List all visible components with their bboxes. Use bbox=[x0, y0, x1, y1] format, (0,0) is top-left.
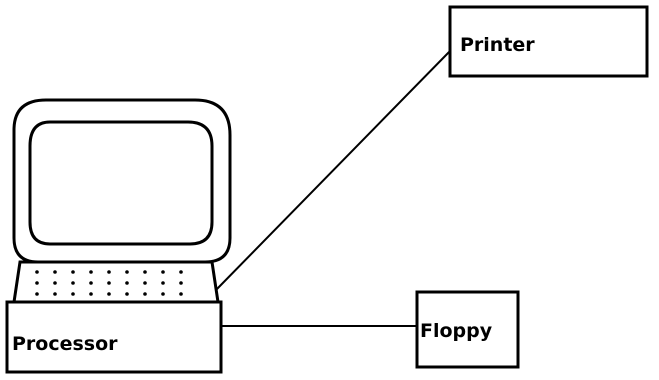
printer-label: Printer bbox=[460, 34, 535, 56]
processor-label: Processor bbox=[12, 333, 118, 355]
floppy-label: Floppy bbox=[420, 320, 493, 342]
keyboard bbox=[14, 262, 218, 302]
monitor-screen bbox=[30, 122, 212, 244]
computer-node: Processor bbox=[7, 100, 230, 372]
printer-node: Printer bbox=[450, 7, 647, 76]
edge-processor-printer bbox=[216, 50, 451, 290]
floppy-node: Floppy bbox=[417, 292, 518, 367]
